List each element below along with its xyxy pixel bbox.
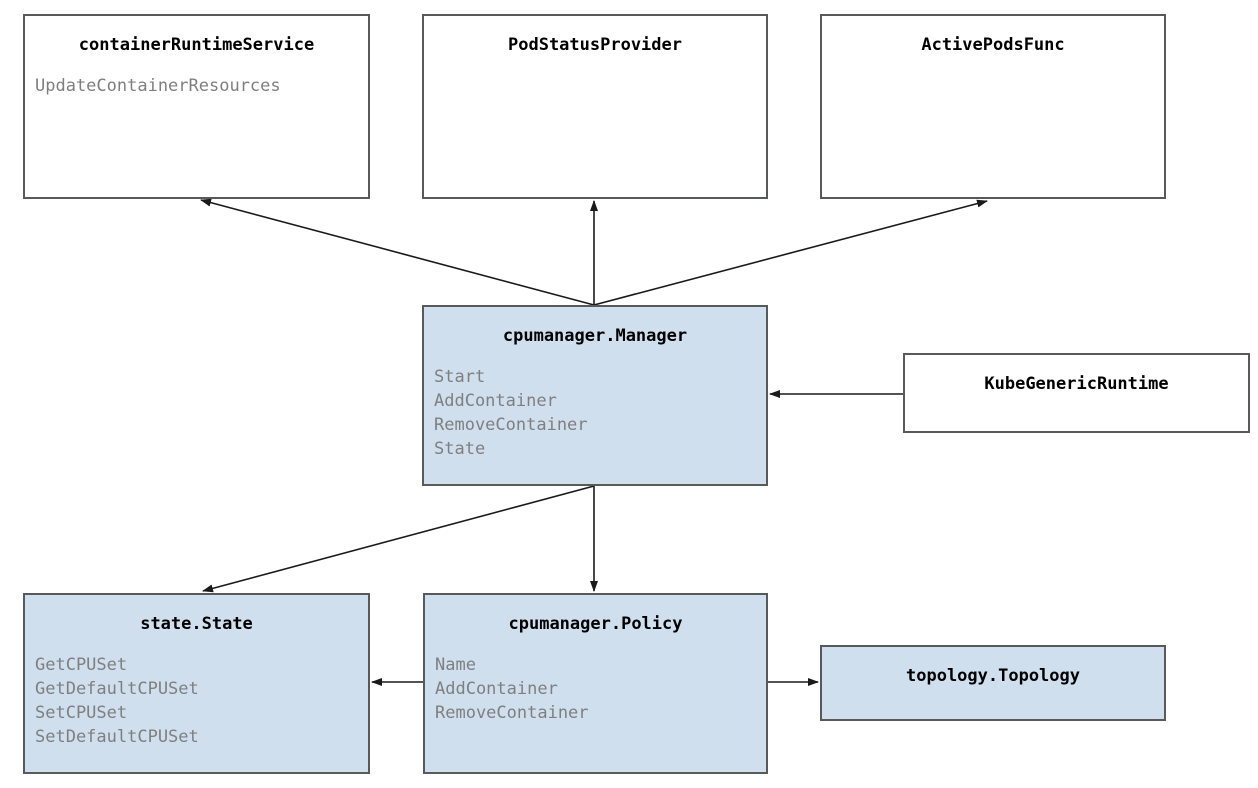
edge-manager-to-stateState [202,485,595,593]
node-member: SetDefaultCPUSet [35,727,199,747]
node-title-topologyTopology: topology.Topology [906,666,1080,686]
node-title-PodStatusProvider: PodStatusProvider [508,35,682,55]
node-title-containerRuntimeService: containerRuntimeService [78,35,315,55]
node-members-containerRuntimeService: UpdateContainerResources [25,74,368,98]
uml-node-topologyTopology[interactable]: topology.Topology [820,645,1166,721]
node-member: SetCPUSet [35,703,128,723]
uml-node-PodStatusProvider[interactable]: PodStatusProvider [422,14,768,199]
node-title-stateState: state.State [140,614,253,634]
node-member: RemoveContainer [434,415,588,435]
node-title-KubeGenericRuntime: KubeGenericRuntime [984,374,1169,394]
node-title-cpumanagerManager: cpumanager.Manager [502,326,688,346]
node-member: AddContainer [435,679,558,699]
uml-node-KubeGenericRuntime[interactable]: KubeGenericRuntime [903,353,1250,433]
node-member: GetCPUSet [35,655,128,675]
edge-manager-to-containerRuntimeService [200,198,595,306]
node-member: GetDefaultCPUSet [35,679,199,699]
node-member: Start [434,367,486,387]
node-member: AddContainer [434,391,557,411]
uml-node-ActivePodsFunc[interactable]: ActivePodsFunc [820,14,1166,199]
edge-manager-to-activePodsFunc [593,199,988,306]
node-title-ActivePodsFunc: ActivePodsFunc [921,35,1065,55]
node-member: UpdateContainerResources [35,76,281,96]
node-member: RemoveContainer [435,703,589,723]
node-member: State [434,439,486,459]
node-member: Name [435,655,476,675]
node-title-cpumanagerPolicy: cpumanager.Policy [508,614,683,634]
